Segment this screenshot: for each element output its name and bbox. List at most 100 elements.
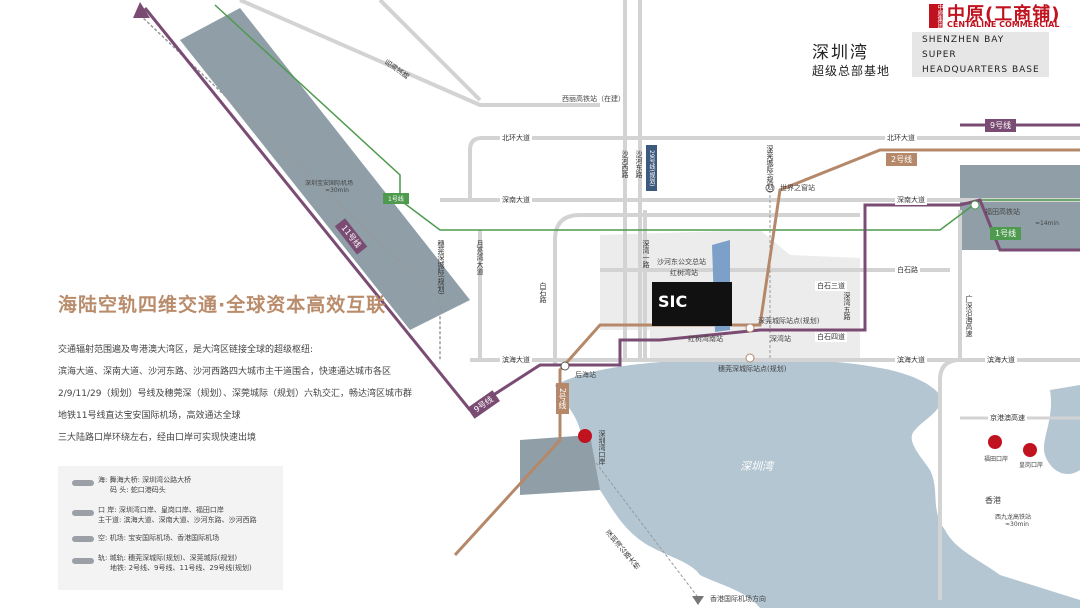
station-shijie: 世界之窗站	[780, 184, 815, 192]
station-marker-suiguan	[745, 353, 755, 363]
description-line-2: 滨海大道、深南大道、沙河东路、沙河西路四大城市主干道围合，快速通达城市各区	[58, 367, 392, 377]
station-futian: 福田高铁站	[985, 208, 1020, 216]
road-label-binhai-right: 滨海大道	[895, 355, 927, 365]
headline: 海陆空轨四维交通·全球资本高效互联	[58, 294, 387, 316]
description-line-4: 地铁11号线直达宝安国际机场，高效通达全球	[58, 411, 241, 421]
road-label-shawan: 深湾五路	[843, 292, 851, 320]
legend-port-line1: 口 岸: 深圳湾口岸、皇岗口岸、福田口岸	[98, 506, 224, 515]
description-line-1: 交通辐射范围遍及粤港澳大湾区，是大湾区链接全球的超级枢纽:	[58, 345, 314, 355]
station-hongshu: 红树湾站	[670, 269, 698, 277]
road-label-beihuan-right: 北环大道	[885, 133, 917, 143]
line-1-right-tag: 1号线	[990, 227, 1022, 240]
title-en-line1: SHENZHEN BAY	[922, 35, 1005, 45]
title-en-line3: HEADQUARTERS BASE	[922, 65, 1040, 75]
description-line-5: 三大陆路口岸环绕左右，经由口岸可实现快速出境	[58, 433, 257, 443]
station-houhai: 后海站	[575, 371, 596, 379]
bay-water-right	[1043, 385, 1080, 475]
road-beihuan	[468, 136, 1080, 200]
line-9-top-tag: 9号线	[985, 119, 1017, 132]
title-cn-line2: 超级总部基地	[812, 64, 891, 78]
sea-icon	[72, 480, 94, 486]
line-9	[469, 198, 1080, 412]
sic-block	[652, 282, 732, 326]
road-label-shahexi: 沙河西路	[621, 150, 629, 178]
road-right-loop	[938, 358, 961, 600]
port-icon	[72, 510, 94, 516]
line-2-top-tag: 2号线	[886, 153, 918, 166]
road-label-sgs: 穗莞深城际(规划)	[437, 240, 445, 295]
station-suiguan: 穗莞深城际站点(规划)	[718, 365, 787, 373]
bay-water	[555, 358, 1080, 608]
port-marker-futian	[988, 435, 1002, 449]
train-icon	[72, 558, 94, 564]
port-huanggang: 皇岗口岸	[1019, 462, 1044, 469]
legend-air-text1: 宝安国际机场、香港国际机场	[128, 534, 220, 542]
station-xijiulong: 西九龙高铁站	[995, 514, 1032, 521]
road-label-yuehai: 月亮湾大道	[476, 240, 484, 275]
road-label-binhai-right2: 滨海大道	[985, 355, 1017, 365]
port-shenzhenwan: 深圳湾口岸	[598, 430, 606, 465]
station-xijiulong-time: ≈30min	[1005, 521, 1029, 528]
road-label-shennan-right: 深南大道	[895, 195, 927, 205]
dashed-shengan	[589, 454, 701, 601]
legend-sea-line1: 海: 舞海大桥: 深圳湾公路大桥	[98, 476, 191, 485]
station-airport-time: ≈30min	[325, 187, 349, 194]
legend-rail-category: 轨:	[98, 554, 108, 562]
arrow-up-icon	[133, 2, 150, 18]
landmark-sic: SIC	[658, 292, 688, 311]
dashed-airport-road	[139, 14, 441, 360]
road-label-baishi-vertical: 白石路	[538, 282, 548, 303]
legend-sea-text1: 舞海大桥: 深圳湾公路大桥	[109, 476, 192, 484]
title-en-line2: SUPER	[922, 50, 957, 60]
road-loop-left	[553, 213, 860, 365]
airport-land	[180, 8, 470, 330]
legend-rail-line2: 地铁: 2号线、9号线、11号线、29号线(规划)	[110, 564, 252, 572]
line-1-tag: 1号线	[383, 193, 409, 204]
road-label-beihuan: 北环大道	[500, 133, 532, 143]
station-xili: 西丽高铁站（在建）	[562, 95, 625, 103]
road-label-baishi: 白石路	[895, 265, 920, 275]
plane-icon	[72, 536, 94, 542]
road-label-shennan: 深南大道	[500, 195, 532, 205]
title-en-box	[912, 32, 1049, 77]
road-label-shenwan1: 深湾一路	[642, 240, 650, 268]
road-label-binhai: 滨海大道	[500, 355, 532, 365]
legend-rail-text1: 城轨: 穗莞深城际(规划)、深莞城际(规划)	[109, 554, 238, 562]
station-marker-shijie	[765, 183, 775, 193]
road-diag-2	[378, 0, 482, 102]
brand-logo: 中原集团 中原(工商铺) CENTALINE COMMERCIAL	[925, 2, 1075, 32]
description-line-3: 2/9/11/29（规划）号线及穗莞深（规划）、深莞城际（规划）六轨交汇，畅达湾…	[58, 389, 412, 399]
legend-port-text1: 深圳湾口岸、皇岗口岸、福田口岸	[118, 506, 224, 514]
station-hongshunan: 红树湾南站	[688, 335, 723, 343]
station-marker-shenguan	[745, 323, 755, 333]
legend: 海: 舞海大桥: 深圳湾公路大桥 码 头: 蛇口港码头 口 岸: 深圳湾口岸、皇…	[58, 466, 283, 590]
legend-port-category: 口 岸:	[98, 506, 117, 514]
road-label-sgs2: 深莞城际(规划)	[766, 145, 774, 193]
road-label-baishisi: 白石四道	[815, 332, 847, 342]
road-label-baishisan: 白石三道	[815, 281, 847, 291]
port-futian: 福田口岸	[984, 456, 1009, 463]
station-airport: 深圳宝安国际机场	[305, 180, 354, 187]
station-shahe-bus: 沙河东公交总站	[657, 258, 706, 266]
port-marker-shenzhenwan	[578, 429, 592, 443]
line-2-bottom-tag: 2号线	[556, 383, 569, 415]
station-futian-time: ≈14min	[1035, 220, 1059, 227]
legend-sea-category: 海:	[98, 476, 108, 484]
brand-name-en: CENTALINE COMMERCIAL	[947, 20, 1060, 29]
landmark-bay: 深圳湾	[740, 460, 773, 473]
port-marker-huanggang	[1023, 443, 1037, 457]
road-label-jinggang: 京港澳高速	[988, 413, 1027, 423]
brand-mark: 中原集团	[929, 4, 943, 28]
legend-sea-line2: 码 头: 蛇口港码头	[110, 486, 166, 494]
station-shenwan: 深湾站	[770, 335, 791, 343]
station-marker-houhai	[560, 361, 570, 371]
station-marker-futian	[970, 200, 980, 210]
title-cn-line1: 深圳湾	[812, 43, 869, 63]
road-label-shahedong: 沙河东路	[635, 150, 643, 178]
station-shenguan: 深莞城际站点(规划)	[758, 317, 820, 325]
legend-air-line1: 空: 机场: 宝安国际机场、香港国际机场	[98, 534, 219, 543]
houhai-land	[520, 435, 600, 495]
line-29-tag: 29号线(规划)	[646, 145, 657, 192]
label-hongkong: 香港	[985, 496, 1001, 505]
label-hk-airport: 香港国际机场方向	[710, 595, 766, 603]
